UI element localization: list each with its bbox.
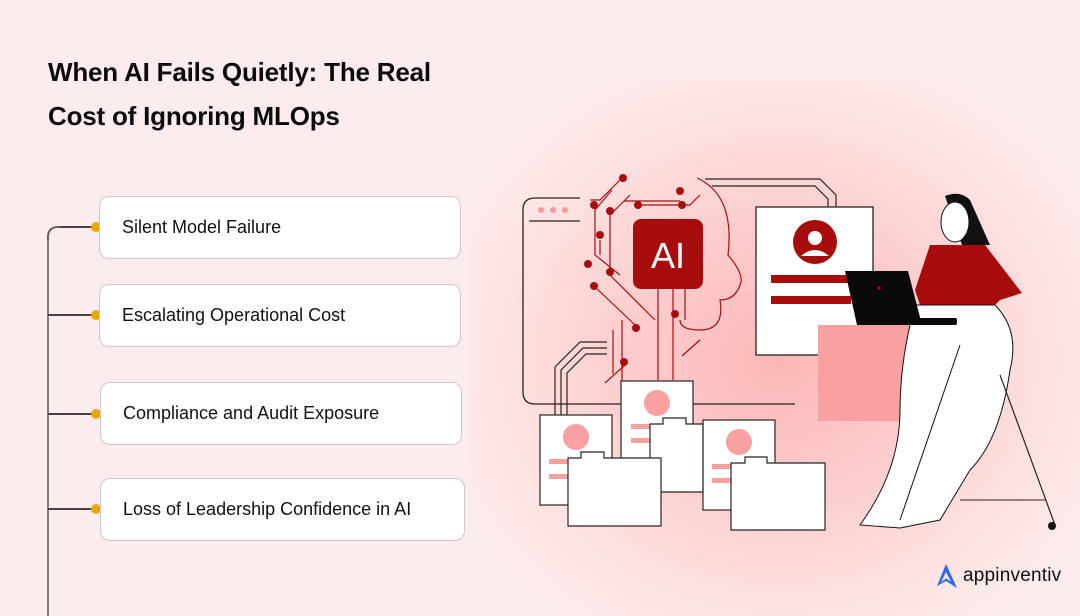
title-line-2: Cost of Ignoring MLOps [48, 101, 340, 131]
timeline-connector [48, 314, 96, 316]
page-title: When AI Fails Quietly: The Real Cost of … [48, 50, 518, 138]
bullet-dot [91, 222, 101, 232]
svg-text:AI: AI [651, 235, 685, 276]
cost-item-label: Escalating Operational Cost [122, 305, 346, 325]
timeline-vertical-line [47, 234, 49, 616]
cost-item-card: Escalating Operational Cost [99, 284, 461, 347]
appinventiv-logo-icon [937, 564, 957, 588]
brand-name: appinventiv [963, 565, 1062, 586]
cost-item-label: Loss of Leadership Confidence in AI [123, 499, 412, 519]
folder-icon [567, 417, 826, 531]
timeline-connector [48, 508, 96, 510]
timeline-connector [60, 226, 96, 228]
cost-item-label: Compliance and Audit Exposure [123, 403, 380, 423]
browser-window-icon [522, 197, 795, 405]
laptop-icon [845, 271, 957, 325]
ai-chip-icon: AI [633, 219, 703, 380]
cost-item-label: Silent Model Failure [122, 217, 282, 237]
bullet-dot [91, 409, 101, 419]
bullet-dot [91, 310, 101, 320]
cost-item-card: Compliance and Audit Exposure [100, 382, 462, 445]
timeline-connector [48, 413, 96, 415]
brand-logo: appinventiv [933, 562, 1061, 590]
title-line-1: When AI Fails Quietly: The Real [48, 57, 431, 87]
cost-item-card: Loss of Leadership Confidence in AI [100, 478, 465, 541]
ai-head-icon [590, 177, 742, 385]
bullet-dot [91, 504, 101, 514]
cost-item-card: Silent Model Failure [99, 196, 461, 259]
person-illustration [859, 193, 1056, 530]
timeline-curve [47, 226, 61, 240]
